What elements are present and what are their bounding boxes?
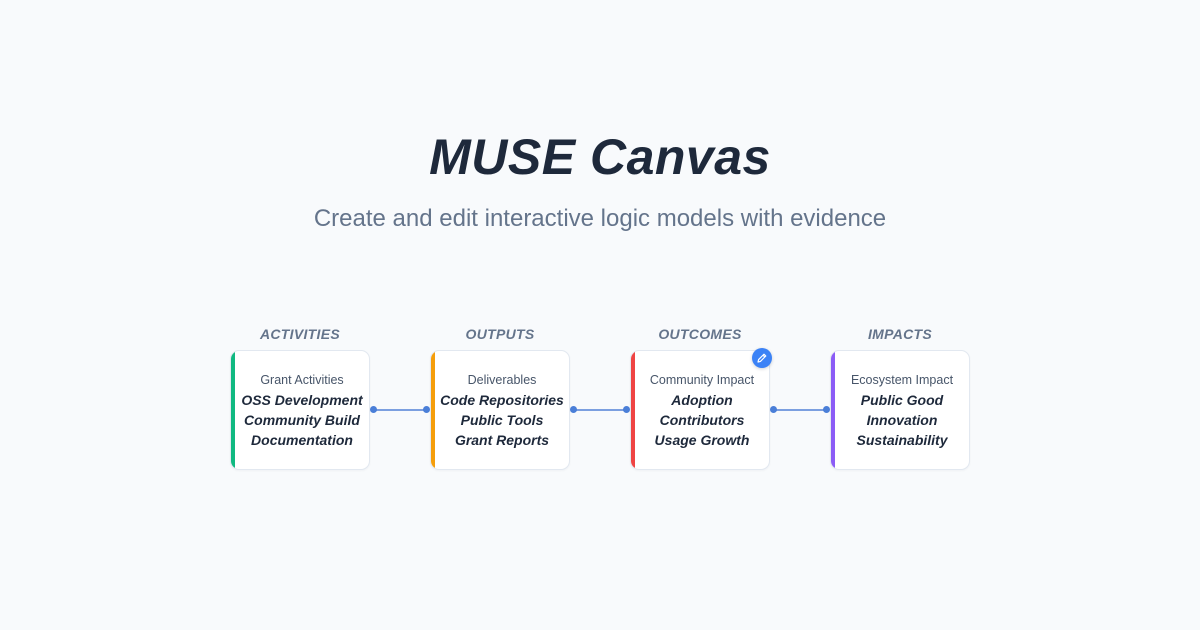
card-item: Adoption xyxy=(671,391,733,408)
connector-dot[interactable] xyxy=(823,406,830,413)
column-header-activities: ACTIVITIES xyxy=(259,326,340,342)
card-outputs[interactable]: Deliverables Code Repositories Public To… xyxy=(430,350,570,470)
card-label: Community Impact xyxy=(649,372,755,387)
card-accent-bar xyxy=(431,351,435,469)
card-label: Grant Activities xyxy=(260,372,344,387)
card-item: Code Repositories xyxy=(440,391,564,408)
connector-outcomes-impacts xyxy=(774,409,826,411)
column-header-impacts: IMPACTS xyxy=(867,326,933,342)
card-item: Public Tools xyxy=(460,411,544,428)
connector-dot[interactable] xyxy=(423,406,430,413)
card-item: OSS Development xyxy=(241,391,363,408)
card-label: Ecosystem Impact xyxy=(850,372,954,387)
card-impacts[interactable]: Ecosystem Impact Public Good Innovation … xyxy=(830,350,970,470)
card-body: Community Impact Adoption Contributors U… xyxy=(635,351,769,469)
card-item: Public Good xyxy=(860,391,944,408)
edit-button[interactable] xyxy=(752,348,772,368)
card-outcomes[interactable]: Community Impact Adoption Contributors U… xyxy=(630,350,770,470)
card-body: Ecosystem Impact Public Good Innovation … xyxy=(835,351,969,469)
connector-dot[interactable] xyxy=(370,406,377,413)
connector-dot[interactable] xyxy=(570,406,577,413)
card-accent-bar xyxy=(831,351,835,469)
page-title: MUSE Canvas xyxy=(429,129,771,185)
column-header-outcomes: OUTCOMES xyxy=(658,326,742,342)
card-item: Contributors xyxy=(659,411,745,428)
page-subtitle: Create and edit interactive logic models… xyxy=(313,205,887,232)
card-item: Sustainability xyxy=(856,431,948,448)
edit-icon xyxy=(757,353,767,363)
card-label: Deliverables xyxy=(467,372,537,387)
card-item: Grant Reports xyxy=(454,431,550,448)
card-item: Innovation xyxy=(866,411,938,428)
card-item: Documentation xyxy=(251,431,353,448)
card-body: Grant Activities OSS Development Communi… xyxy=(235,351,369,469)
card-accent-bar xyxy=(631,351,635,469)
card-item: Community Build xyxy=(244,411,360,428)
connector-dot[interactable] xyxy=(770,406,777,413)
card-activities[interactable]: Grant Activities OSS Development Communi… xyxy=(230,350,370,470)
card-item: Usage Growth xyxy=(654,431,750,448)
card-accent-bar xyxy=(231,351,235,469)
connector-outputs-outcomes xyxy=(574,409,626,411)
column-header-outputs: OUTPUTS xyxy=(465,326,535,342)
card-body: Deliverables Code Repositories Public To… xyxy=(435,351,569,469)
connector-activities-outputs xyxy=(374,409,426,411)
connector-dot[interactable] xyxy=(623,406,630,413)
